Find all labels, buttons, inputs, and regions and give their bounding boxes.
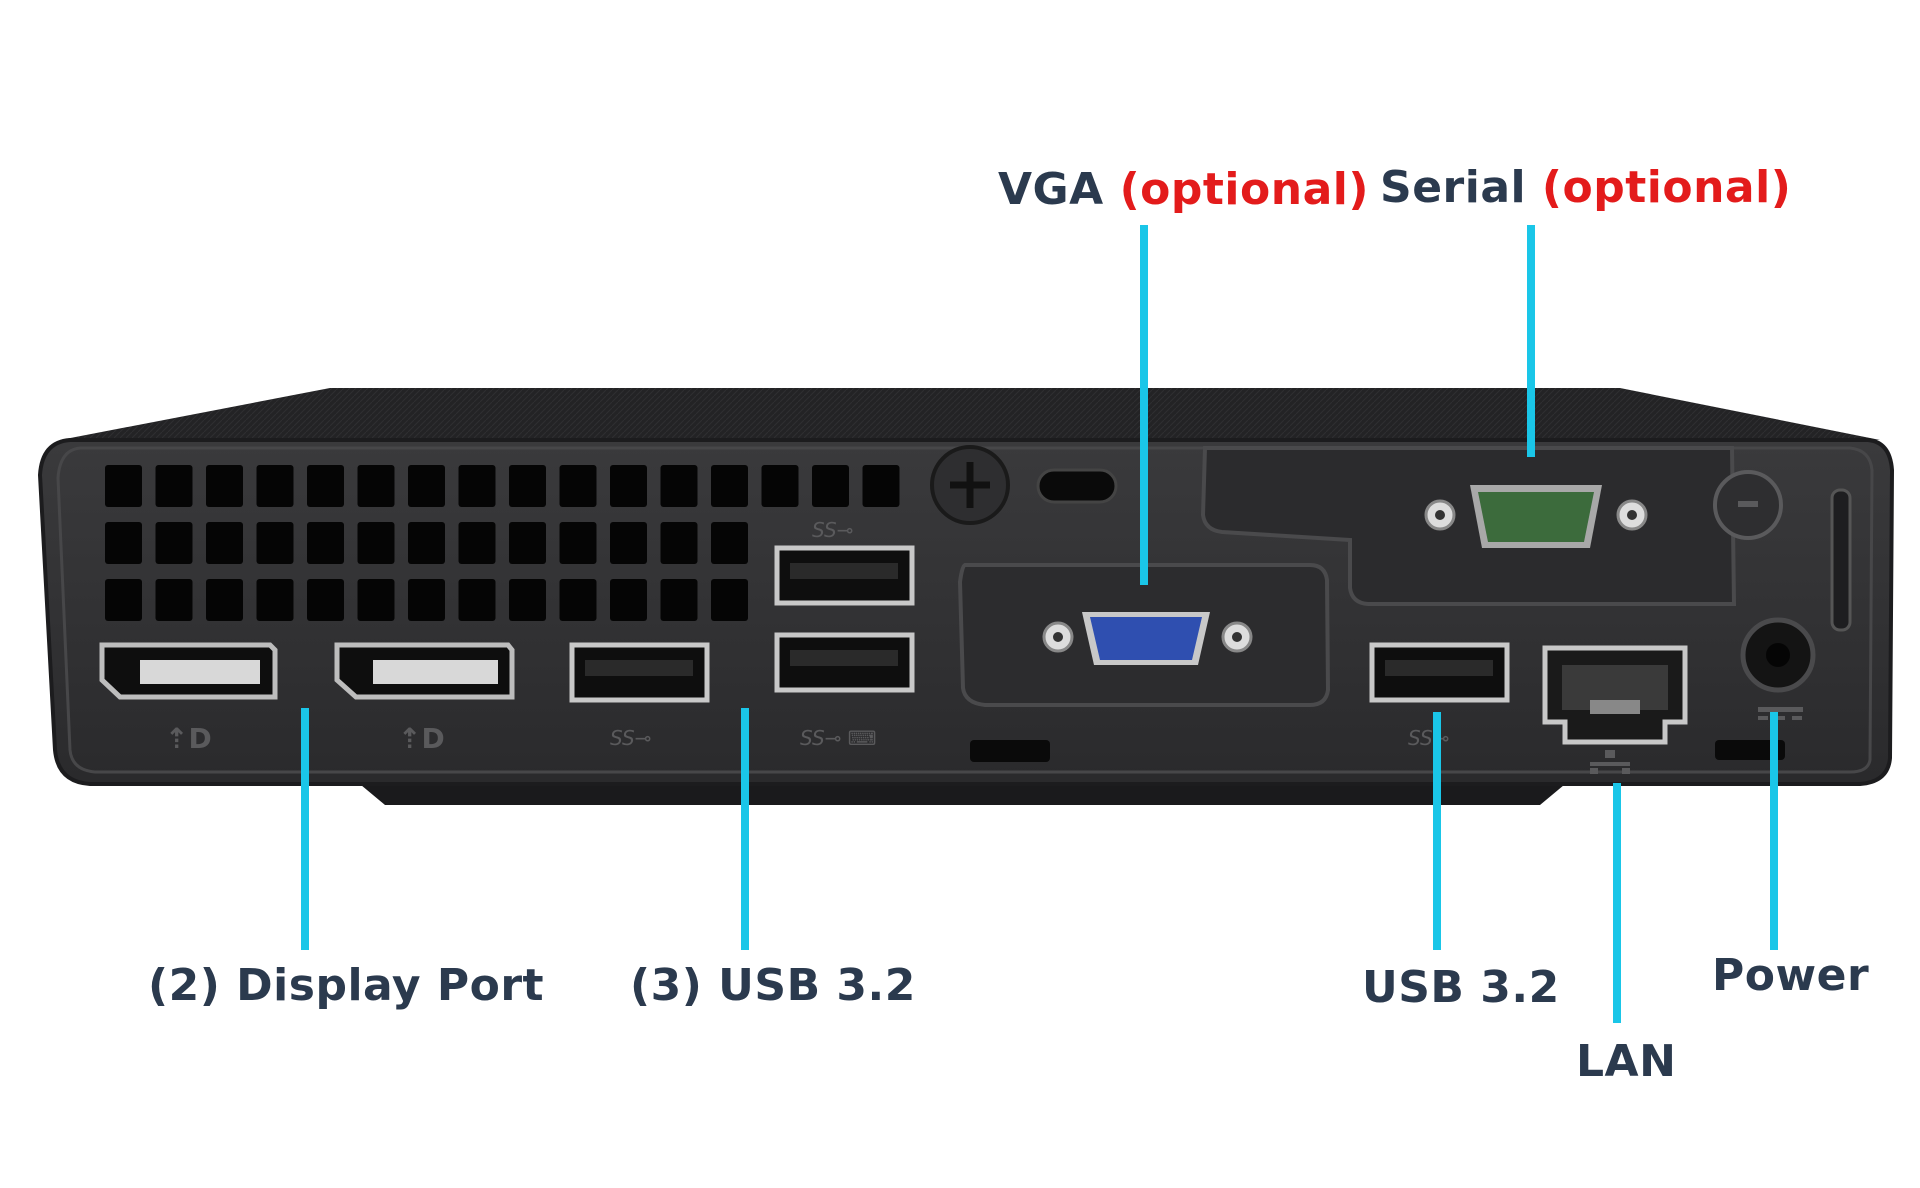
- vent-hole: [155, 465, 193, 507]
- serial-port: [1424, 485, 1648, 548]
- lock-slot: [1036, 468, 1118, 504]
- superspeed-usb-icon: SS⊸ SS⊸ SS⊸ ⌨ SS⊸: [610, 518, 1449, 750]
- label-serial-name: Serial: [1380, 162, 1527, 213]
- ventilation-grille: [105, 465, 900, 621]
- lan-port: [1542, 645, 1688, 745]
- vent-hole: [660, 522, 698, 564]
- label-usb-left: (3) USB 3.2: [630, 960, 916, 1011]
- label-vga: VGA (optional): [998, 164, 1369, 215]
- usb-port-right: [1369, 642, 1510, 703]
- vent-hole: [812, 465, 849, 507]
- displayport-1: [99, 642, 278, 700]
- vent-hole: [660, 579, 698, 621]
- latch: [1830, 488, 1852, 632]
- leader-vga: [1140, 225, 1148, 585]
- label-power: Power: [1712, 950, 1870, 1001]
- network-icon: [1590, 750, 1630, 774]
- usb-port-left-2: [774, 545, 915, 606]
- panel-outline: [56, 446, 1874, 774]
- vent-hole: [559, 579, 597, 621]
- slot: [1715, 740, 1785, 760]
- vent-hole: [711, 465, 748, 507]
- svg-text:SS⊸: SS⊸: [1408, 726, 1449, 750]
- leader-serial: [1527, 225, 1535, 457]
- displayport-icon: ⇡D ⇡D: [165, 722, 445, 755]
- vent-hole: [408, 579, 445, 621]
- svg-text:SS⊸ ⌨: SS⊸ ⌨: [800, 726, 877, 750]
- vent-hole: [610, 465, 647, 507]
- svg-text:⇡D: ⇡D: [165, 722, 212, 755]
- displayport-2: [334, 642, 515, 700]
- label-displayport: (2) Display Port: [148, 960, 545, 1011]
- svg-text:⇡D: ⇡D: [398, 722, 445, 755]
- thumbscrew: [930, 445, 1010, 525]
- vent-hole: [711, 522, 748, 564]
- vent-hole: [509, 579, 546, 621]
- vent-hole: [660, 465, 698, 507]
- label-vga-optional: (optional): [1119, 164, 1369, 215]
- vent-hole: [155, 522, 193, 564]
- vent-hole: [559, 465, 597, 507]
- vent-hole: [610, 579, 647, 621]
- slot: [970, 740, 1050, 762]
- vent-hole: [256, 522, 294, 564]
- label-serial-optional: (optional): [1541, 162, 1792, 213]
- vent-hole: [559, 522, 597, 564]
- vent-hole: [307, 465, 344, 507]
- label-lan: LAN: [1576, 1036, 1677, 1087]
- label-serial: Serial (optional): [1380, 162, 1791, 213]
- vent-hole: [206, 522, 243, 564]
- vent-hole: [458, 465, 496, 507]
- vent-hole: [105, 579, 142, 621]
- vent-hole: [105, 465, 142, 507]
- vent-hole: [357, 579, 395, 621]
- chassis-foot: [355, 780, 1570, 805]
- vent-hole: [458, 522, 496, 564]
- vga-port: [1042, 612, 1253, 665]
- vent-hole: [862, 465, 900, 507]
- leader-usb-right: [1433, 712, 1441, 950]
- vent-hole: [458, 579, 496, 621]
- leader-lan: [1613, 783, 1621, 1023]
- power-jack: [1740, 617, 1816, 693]
- usb-port-left-1: [569, 642, 710, 703]
- vent-hole: [509, 522, 546, 564]
- leader-usb-left: [741, 708, 749, 950]
- leader-displayport: [301, 708, 309, 950]
- vent-hole: [610, 522, 647, 564]
- svg-text:SS⊸: SS⊸: [610, 726, 651, 750]
- vent-hole: [256, 579, 294, 621]
- vent-hole: [357, 522, 395, 564]
- usb-port-left-3: [774, 632, 915, 693]
- vent-hole: [307, 579, 344, 621]
- vent-hole: [206, 465, 243, 507]
- vent-hole: [357, 465, 395, 507]
- vent-hole: [206, 579, 243, 621]
- vent-hole: [307, 522, 344, 564]
- vent-hole: [408, 465, 445, 507]
- chassis-top: [60, 388, 1880, 440]
- label-vga-name: VGA: [998, 164, 1104, 215]
- vent-hole: [105, 522, 142, 564]
- vent-hole: [509, 465, 546, 507]
- power-icon: [1758, 707, 1803, 720]
- vent-hole: [256, 465, 294, 507]
- vent-hole: [761, 465, 799, 507]
- svg-text:SS⊸: SS⊸: [812, 518, 853, 542]
- label-usb-right: USB 3.2: [1362, 962, 1560, 1013]
- vent-hole: [408, 522, 445, 564]
- vent-hole: [711, 579, 748, 621]
- power-button: [1713, 470, 1783, 540]
- leader-power: [1770, 712, 1778, 950]
- vent-hole: [155, 579, 193, 621]
